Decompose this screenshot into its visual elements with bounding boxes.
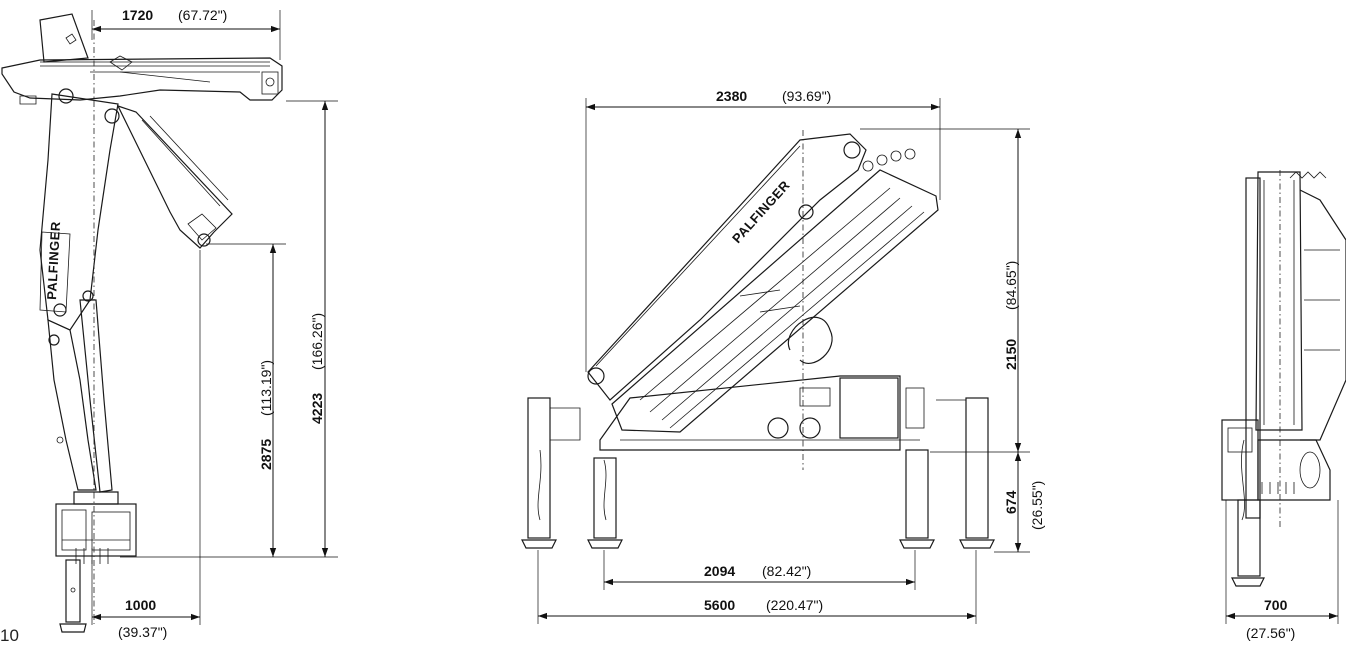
boom-width-in: (93.69") (782, 88, 831, 104)
side-top-boom (1, 13, 283, 105)
dim-total-height: 4223 (166.26") (286, 100, 338, 557)
front-outriggers (521, 397, 995, 549)
top-reach-mm: 1720 (122, 7, 153, 23)
hook-height-mm: 2875 (258, 439, 274, 470)
side-brand-logo: PALFINGER (44, 221, 63, 300)
dim-boom-width: 2380 (93.69") (585, 88, 941, 372)
dim-inner-outrigger: 2094 (82.42") (603, 550, 916, 590)
boom-height-mm: 2150 (1003, 339, 1019, 370)
outer-outrigger-mm: 5600 (704, 597, 735, 613)
rear-width-mm: 700 (1264, 597, 1288, 613)
rear-width-in: (27.56") (1246, 625, 1295, 641)
page-number: 10 (0, 626, 19, 645)
side-column: PALFINGER (39, 88, 120, 493)
side-diagonal-boom (116, 104, 233, 249)
dim-top-reach: 1720 (67.72") (91, 7, 281, 60)
total-height-mm: 4223 (309, 393, 325, 424)
hook-height-in: (113.19") (258, 360, 274, 416)
front-view: PALFINGER (521, 88, 1045, 624)
side-base (55, 491, 137, 633)
base-height-mm: 674 (1003, 490, 1019, 514)
total-height-in: (166.26") (309, 313, 325, 370)
front-base-frame (599, 375, 925, 451)
inner-outrigger-mm: 2094 (704, 563, 735, 579)
base-offset-mm: 1000 (125, 597, 156, 613)
base-offset-in: (39.37") (118, 624, 167, 640)
boom-height-in: (84.65") (1003, 261, 1019, 310)
dim-rear-width: 700 (27.56") (1225, 500, 1339, 641)
dim-boom-height: 2150 (84.65") (860, 128, 1030, 453)
boom-width-mm: 2380 (716, 88, 747, 104)
base-height-in: (26.55") (1029, 481, 1045, 530)
outer-outrigger-in: (220.47") (766, 597, 823, 613)
dim-base-offset: 1000 (39.37") (91, 250, 201, 640)
side-view: PALFINGER 17 (0, 7, 338, 645)
dim-hook-height: 2875 (113.19") (120, 243, 338, 558)
dim-outer-outrigger: 5600 (220.47") (537, 550, 977, 624)
top-reach-in: (67.72") (178, 7, 227, 23)
rear-crane-body (1221, 171, 1346, 587)
front-boom: PALFINGER (587, 133, 939, 433)
dim-base-height: 674 (26.55") (994, 452, 1045, 553)
inner-outrigger-in: (82.42") (762, 563, 811, 579)
rear-view: 700 (27.56") (1221, 170, 1346, 641)
